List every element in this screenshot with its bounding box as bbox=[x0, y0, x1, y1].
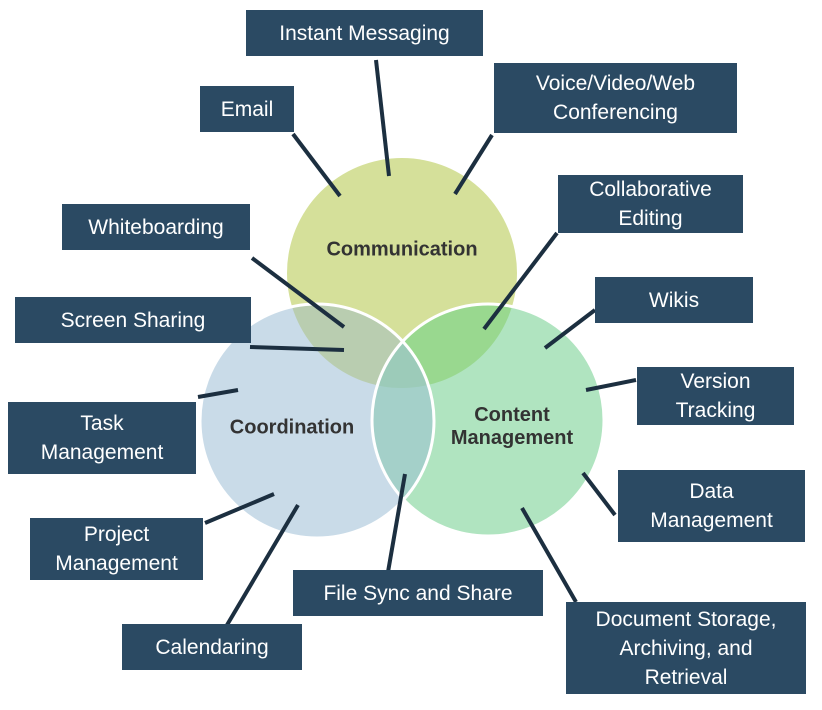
connector-wikis bbox=[543, 308, 597, 350]
box-version-tracking: Version Tracking bbox=[637, 367, 794, 425]
connector-data-management bbox=[581, 471, 617, 517]
connector-whiteboarding bbox=[250, 256, 346, 329]
coordination-outline bbox=[198, 302, 436, 540]
connector-screen-sharing bbox=[249, 345, 345, 352]
content-outline bbox=[370, 302, 606, 538]
connector-collaborative-editing bbox=[482, 231, 559, 331]
connector-email bbox=[291, 132, 342, 198]
box-wikis: Wikis bbox=[595, 277, 753, 323]
box-instant-messaging: Instant Messaging bbox=[246, 10, 483, 56]
communication-label: Communication bbox=[326, 238, 478, 261]
box-task-management: Task Management bbox=[8, 402, 196, 474]
box-project-management: Project Management bbox=[30, 518, 203, 580]
connector-conferencing bbox=[453, 133, 494, 196]
box-email: Email bbox=[200, 86, 294, 132]
connector-project-management bbox=[204, 492, 275, 525]
box-file-sync-and-share: File Sync and Share bbox=[293, 570, 543, 616]
communication-coordination-overlap bbox=[287, 304, 434, 388]
box-document-storage: Document Storage, Archiving, and Retriev… bbox=[566, 602, 806, 694]
box-screen-sharing: Screen Sharing bbox=[15, 297, 251, 343]
coordination-label: Coordination bbox=[229, 416, 355, 439]
content-management-label: Content Management bbox=[450, 404, 574, 449]
connector-calendaring bbox=[225, 503, 300, 627]
box-conferencing: Voice/Video/Web Conferencing bbox=[494, 63, 737, 133]
connector-version-tracking bbox=[585, 378, 637, 392]
box-whiteboarding: Whiteboarding bbox=[62, 204, 250, 250]
communication-content-overlap bbox=[372, 304, 517, 388]
box-calendaring: Calendaring bbox=[122, 624, 302, 670]
box-collaborative-editing: Collaborative Editing bbox=[558, 175, 743, 233]
connector-task-management bbox=[197, 388, 239, 399]
connector-document-storage bbox=[520, 507, 578, 603]
connector-file-sync bbox=[386, 473, 407, 573]
box-data-management: Data Management bbox=[618, 470, 805, 542]
connector-instant-messaging bbox=[374, 59, 391, 177]
